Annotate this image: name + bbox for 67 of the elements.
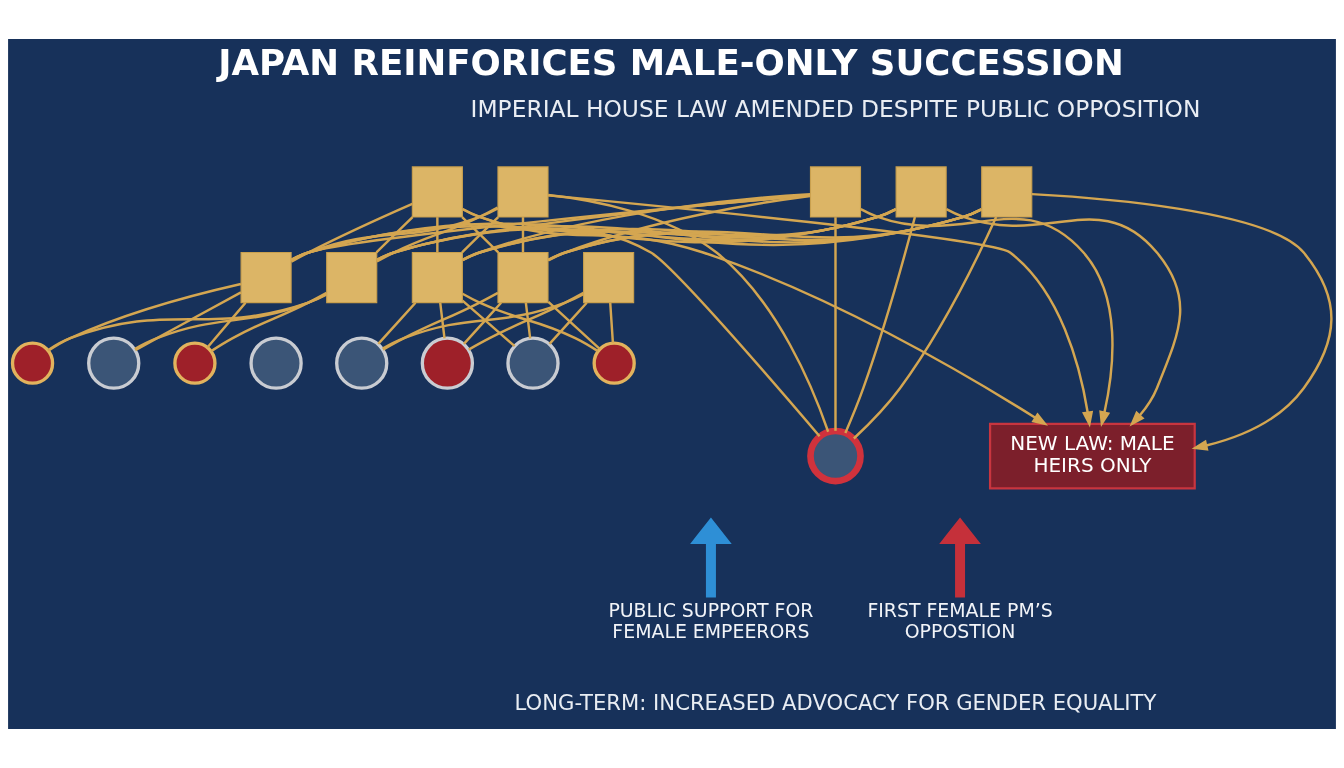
node-person — [420, 336, 475, 390]
connector — [609, 302, 615, 343]
node-person — [335, 336, 389, 390]
connector — [436, 217, 439, 253]
arrow — [547, 194, 1094, 428]
node-person — [249, 336, 303, 390]
connector — [377, 301, 417, 345]
connector — [547, 194, 811, 262]
node-person — [10, 341, 55, 385]
connector — [468, 291, 585, 351]
node-box — [981, 166, 1033, 218]
connector — [853, 216, 998, 440]
node-box — [809, 166, 862, 218]
connector — [524, 302, 532, 339]
node-person — [807, 427, 864, 485]
node-box — [497, 251, 549, 304]
connector — [844, 216, 917, 434]
connector — [462, 207, 821, 437]
connector — [547, 208, 982, 261]
node-box — [411, 251, 463, 304]
node-text: PUBLIC SUPPORT FOR FEMALE EMPEERORS — [608, 599, 814, 643]
connector — [210, 291, 328, 353]
connector — [439, 302, 446, 339]
arrow — [690, 517, 732, 598]
connector — [382, 291, 499, 351]
connector — [134, 292, 328, 351]
connector — [134, 291, 242, 352]
node-person — [87, 336, 141, 390]
arrow — [945, 208, 1182, 427]
connector — [47, 293, 327, 352]
connector — [461, 292, 599, 353]
node-box: NEW LAW: MALE HEIRS ONLY — [988, 422, 1196, 490]
arrow — [860, 208, 1114, 428]
connector — [47, 282, 242, 352]
node-text: FIRST FEMALE PM’S OPPOSTION — [867, 599, 1053, 643]
connector — [375, 216, 414, 254]
label: LONG-TERM: INCREASED ADVOCACY FOR GENDER EQUALITY — [514, 689, 1157, 715]
connector — [547, 301, 601, 350]
node-box — [240, 251, 292, 304]
connector — [462, 193, 811, 262]
connector — [461, 299, 516, 348]
node-box — [583, 251, 635, 304]
connector — [376, 206, 499, 263]
connector — [376, 193, 811, 262]
node-person — [506, 336, 560, 390]
connector — [548, 301, 588, 345]
node-person — [592, 341, 636, 385]
connector — [834, 217, 837, 431]
label: IMPERIAL HOUSE LAW AMENDED DESPITE PUBLIC OPPOSITION — [470, 95, 1201, 124]
arrow — [939, 517, 981, 598]
connector — [463, 301, 502, 345]
node-person — [173, 341, 217, 385]
node-box — [326, 251, 378, 304]
connector — [382, 293, 585, 350]
connector — [548, 193, 830, 433]
connector — [290, 202, 413, 263]
node-box — [895, 166, 947, 218]
connector — [521, 217, 525, 253]
node-box — [411, 166, 463, 218]
node-box — [497, 166, 549, 218]
arrow — [1031, 192, 1333, 451]
diagram-title: JAPAN REINFORICES MALE-ONLY SUCCESSION — [218, 42, 1124, 84]
connector — [290, 207, 499, 262]
connector — [206, 302, 247, 349]
connector — [461, 216, 500, 254]
connector — [290, 194, 811, 262]
arrow — [462, 208, 1048, 426]
